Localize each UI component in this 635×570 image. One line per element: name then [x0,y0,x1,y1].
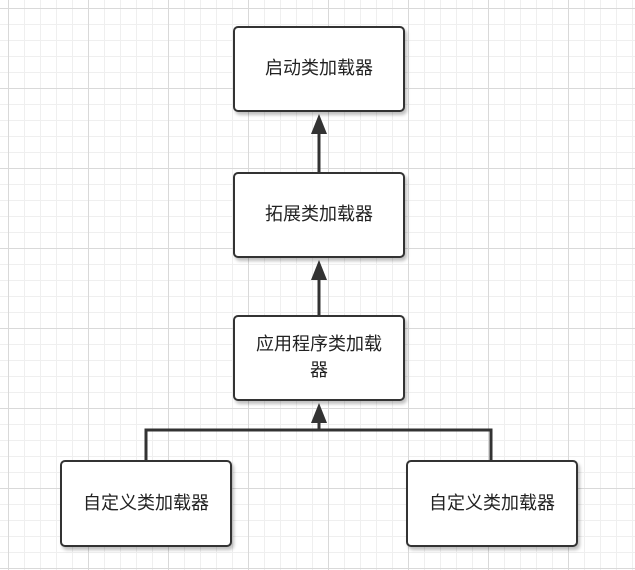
edge-custom-left-to-application [144,428,319,460]
edge-custom-right-to-application [319,428,493,460]
node-bootstrap-class-loader[interactable]: 启动类加载器 [233,26,405,112]
node-custom-class-loader-right[interactable]: 自定义类加载器 [406,460,578,547]
node-label: 启动类加载器 [265,58,373,79]
node-label: 应用程序类加载器 [256,334,382,381]
node-label: 自定义类加载器 [83,492,209,514]
arrowhead-application [311,403,327,423]
arrowhead-bootstrap [311,114,327,134]
node-extension-class-loader[interactable]: 拓展类加载器 [233,172,405,258]
arrowhead-extension [311,260,327,280]
node-label: 拓展类加载器 [265,204,373,225]
node-label: 自定义类加载器 [429,492,555,514]
node-application-class-loader[interactable]: 应用程序类加载器 [233,315,405,401]
node-custom-class-loader-left[interactable]: 自定义类加载器 [60,460,232,547]
